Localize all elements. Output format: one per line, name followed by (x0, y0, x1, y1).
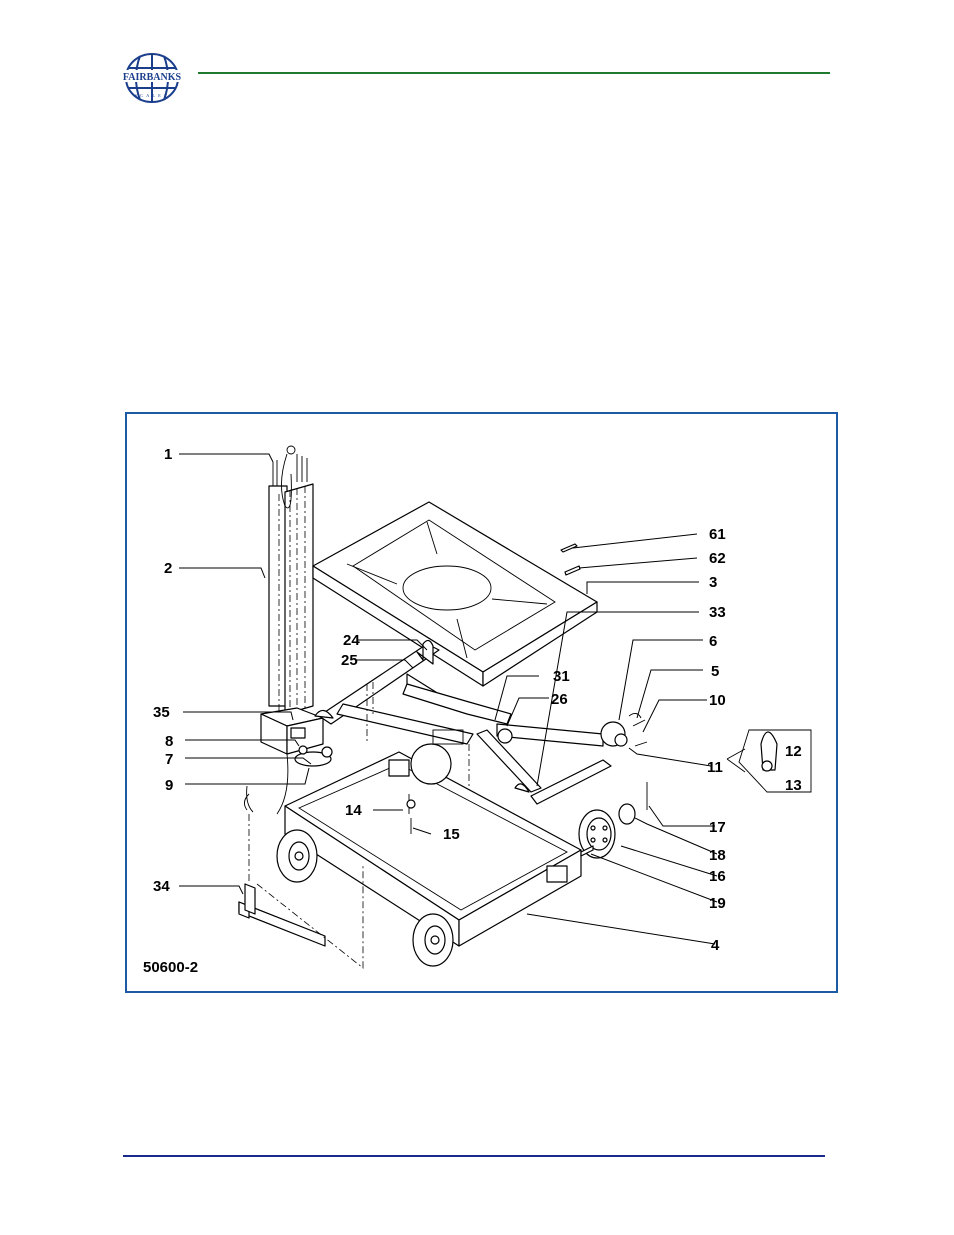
platter (312, 501, 598, 687)
callout-1: 1 (164, 446, 172, 463)
column-assembly (244, 445, 333, 815)
callout-31: 31 (553, 668, 570, 685)
callout-62: 62 (709, 550, 726, 567)
callout-7: 7 (165, 751, 173, 768)
callout-25: 25 (341, 652, 358, 669)
callout-16: 16 (709, 868, 726, 885)
callout-5: 5 (711, 663, 719, 680)
base-frame (276, 743, 616, 967)
exploded-parts-drawing: 1 2 3 4 5 6 7 8 9 10 11 12 13 14 15 16 1… (143, 445, 812, 976)
callout-33: 33 (709, 604, 726, 621)
callout-8: 8 (165, 733, 173, 750)
hardware (560, 543, 648, 825)
handle (238, 814, 364, 969)
callout-9: 9 (165, 777, 173, 794)
callout-24: 24 (343, 632, 360, 649)
callout-34: 34 (153, 878, 170, 895)
callout-2: 2 (164, 560, 172, 577)
callout-61: 61 (709, 526, 726, 543)
detail-inset (726, 729, 812, 793)
callout-17: 17 (709, 819, 726, 836)
drawing-number: 50600-2 (143, 959, 198, 976)
footer-rule (123, 1155, 825, 1157)
lever-assembly (314, 639, 628, 805)
header-rule (198, 72, 830, 74)
callout-13: 13 (785, 777, 802, 794)
callout-10: 10 (709, 692, 726, 709)
logo-subtext: SCALES (135, 93, 170, 98)
callout-14: 14 (345, 802, 362, 819)
callout-18: 18 (709, 847, 726, 864)
callout-35: 35 (153, 704, 170, 721)
parts-diagram-frame: 1 2 3 4 5 6 7 8 9 10 11 12 13 14 15 16 1… (125, 412, 838, 993)
callout-labels: 1 2 3 4 5 6 7 8 9 10 11 12 13 14 15 16 1… (143, 446, 802, 976)
callout-4: 4 (711, 937, 720, 954)
callout-3: 3 (709, 574, 717, 591)
callout-12: 12 (785, 743, 802, 760)
callout-26: 26 (551, 691, 568, 708)
callout-11: 11 (707, 759, 723, 776)
callout-6: 6 (709, 633, 717, 650)
fairbanks-globe-logo: FAIRBANKS SCALES (122, 53, 182, 103)
callout-19: 19 (709, 895, 726, 912)
logo-wordmark: FAIRBANKS (123, 72, 182, 83)
callout-15: 15 (443, 826, 460, 843)
leader-lines (179, 453, 718, 945)
